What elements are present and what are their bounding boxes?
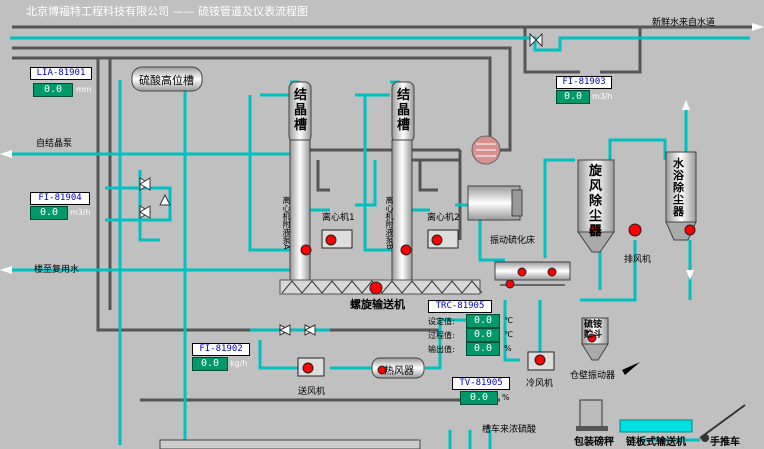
hand-cart-label: 手推车: [710, 437, 740, 448]
trc-81905-output-unit: %: [504, 344, 512, 353]
cool-fan-label: 冷风机: [526, 379, 554, 389]
cyclone-label: 旋风除尘器: [589, 164, 603, 239]
lia-81901-value: 0.0: [33, 83, 73, 97]
fi-81902-unit: kg/h: [230, 359, 248, 368]
to-reuse-water-label: 楼至复用水: [34, 265, 80, 275]
bag-scale-label: 包装磅秤: [574, 437, 614, 448]
trc-81905-setpoint-unit: ℃: [504, 316, 513, 325]
centrifuge-1-label: 离心机1: [322, 213, 355, 223]
screen-title: 北京博福特工程科技有限公司 —— 硫铵管道及仪表流程图: [26, 5, 308, 18]
tank-car-acid-label: 槽车来浓硫酸: [482, 425, 537, 435]
fresh-water-label: 新鲜水来自水道: [652, 18, 716, 28]
fi-81903-value: 0.0: [556, 90, 590, 104]
lia-81901-unit: mm: [76, 85, 92, 94]
trc-81905-tag[interactable]: TRC-81905: [428, 300, 492, 313]
trc-81905-output-value: 0.0: [466, 342, 500, 356]
fi-81903-unit: m3/h: [592, 92, 613, 101]
crystallizer-1-label: 结晶槽: [294, 88, 308, 133]
trc-81905-output-label: 输出值:: [428, 345, 455, 354]
fi-81902-value: 0.0: [192, 357, 228, 371]
acid-tank-label: 硫酸高位槽: [139, 74, 194, 87]
blower-label: 送风机: [298, 387, 326, 397]
fi-81904-unit: m3/h: [70, 208, 91, 217]
centrifuge-feed-pump-b-label: 离心机附液泵B: [385, 196, 394, 250]
trc-81905-process-unit: ℃: [504, 330, 513, 339]
fi-81903-tag[interactable]: FI-81903: [556, 76, 612, 89]
trc-81905-process-label: 过程值:: [428, 331, 455, 340]
trc-81905-setpoint-label: 设定值:: [428, 317, 455, 326]
trc-81905-process-value: 0.0: [466, 328, 500, 342]
heater-label: 热风器: [384, 366, 414, 377]
chain-conveyor-label: 链板式输送机: [626, 437, 686, 448]
centrifuge-feed-pump-a-label: 离心机附液泵A: [282, 196, 291, 250]
tv-81905-unit: %: [502, 393, 510, 402]
fi-81902-tag[interactable]: FI-81902: [192, 343, 250, 356]
crystallizer-2-label: 结晶槽: [397, 88, 411, 133]
lia-81901-tag[interactable]: LIA-81901: [30, 67, 92, 80]
tv-81905-tag[interactable]: TV-81905: [452, 377, 510, 390]
storage-hopper-label: 硫铵贮斗: [584, 320, 603, 340]
fi-81904-tag[interactable]: FI-81904: [30, 192, 90, 205]
trc-81905-setpoint-value[interactable]: 0.0: [466, 314, 500, 328]
fi-81904-value: 0.0: [30, 206, 68, 220]
water-scrubber-label: 水浴除尘器: [673, 157, 684, 218]
centrifuge-2-label: 离心机2: [427, 213, 460, 223]
screw-conveyor-label: 螺旋输送机: [350, 298, 405, 311]
vibrating-dryer-label: 振动硫化床: [490, 236, 536, 246]
exhaust-fan-label: 排风机: [624, 255, 652, 265]
from-crystal-pump-label: 自结晶泵: [36, 139, 73, 149]
tv-81905-value: 0.0: [460, 391, 498, 405]
bin-vibrator-label: 仓壁振动器: [570, 371, 616, 381]
